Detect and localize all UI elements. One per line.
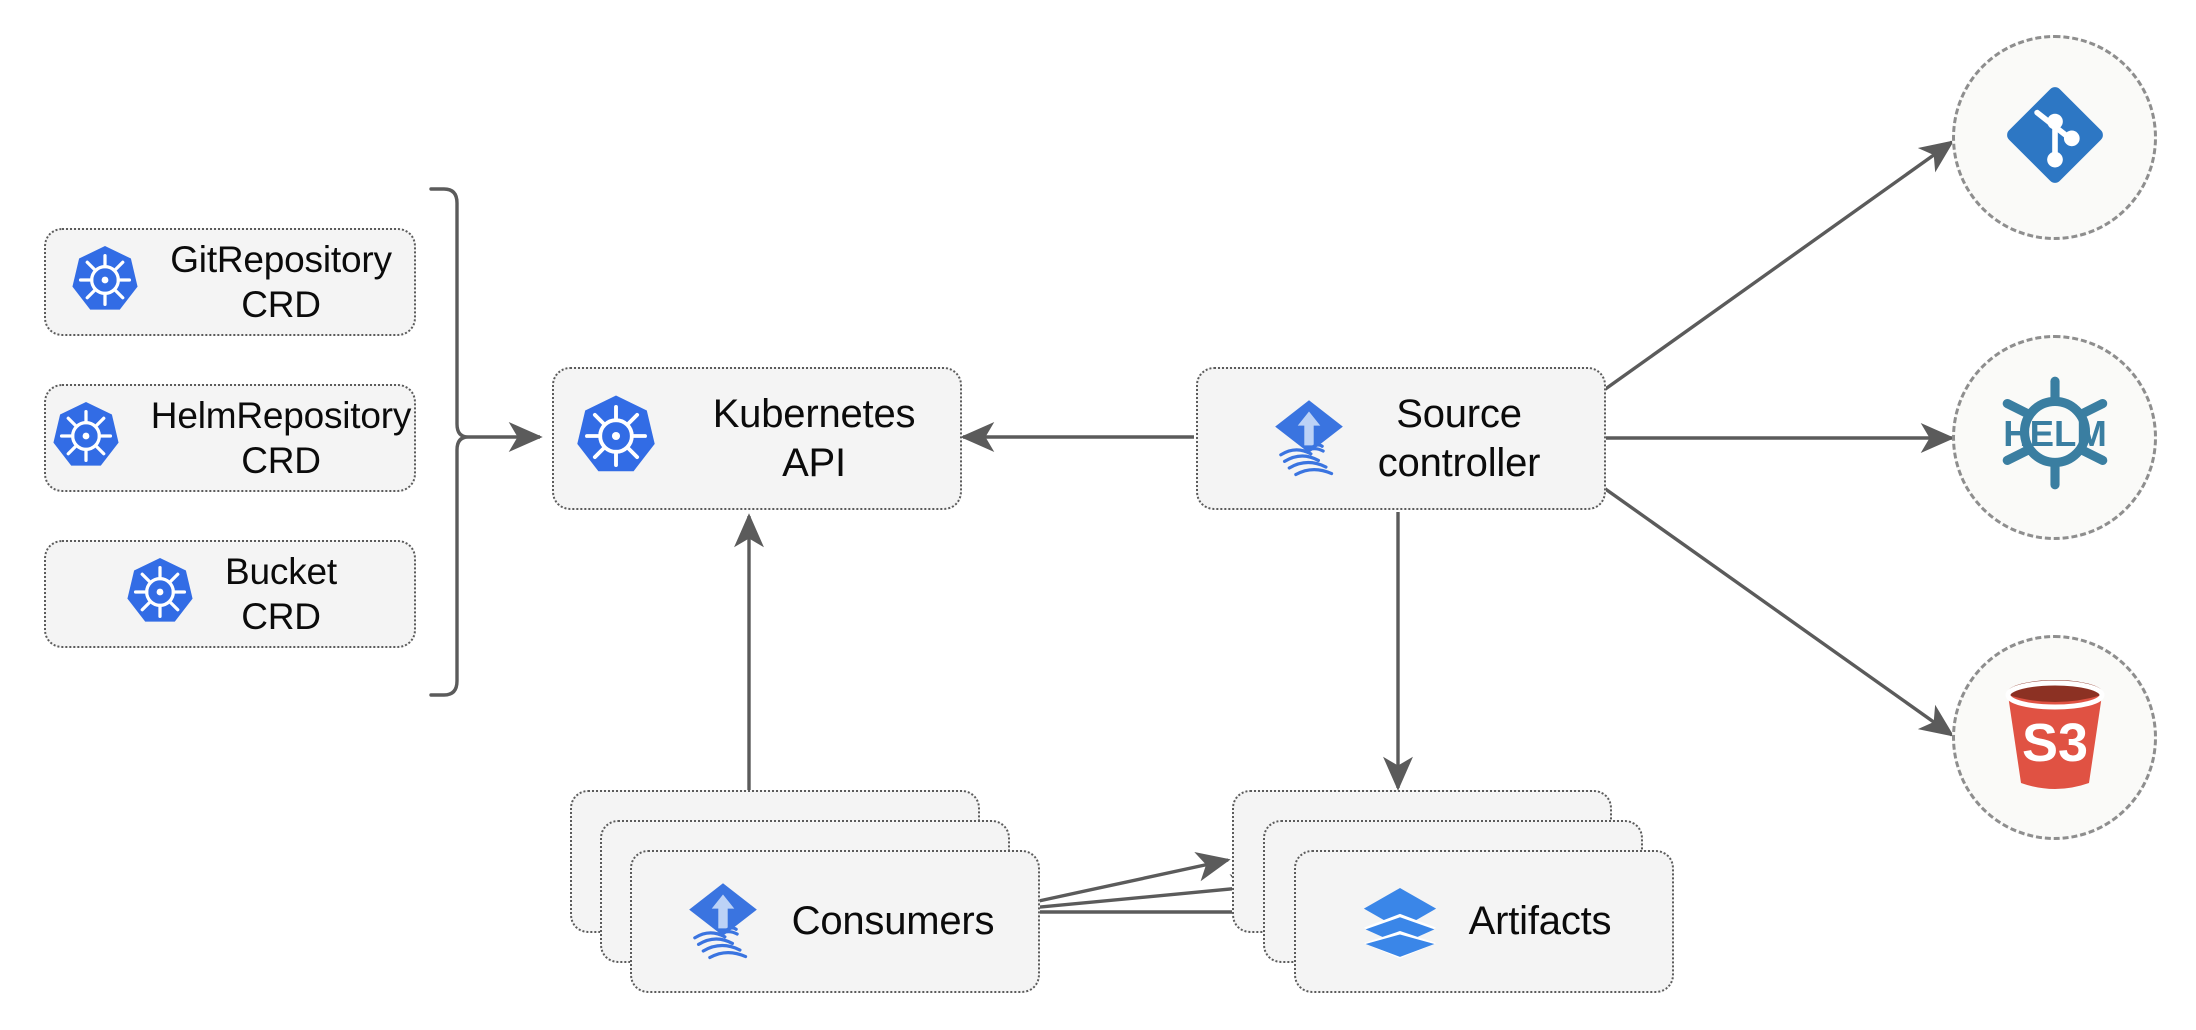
node-label: Consumers <box>791 899 995 944</box>
s3-wordmark: S3 <box>2021 713 2087 773</box>
crd-label: GitRepository CRD <box>170 238 392 325</box>
backend-helm[interactable]: HELM <box>1952 335 2157 540</box>
helm-icon: HELM <box>1989 373 2121 502</box>
kubernetes-icon <box>68 243 142 322</box>
node-label: Kubernetes API <box>712 391 916 485</box>
connector-source-to-s3 <box>1603 486 1955 737</box>
git-icon <box>1999 79 2111 196</box>
kubernetes-icon <box>572 392 660 485</box>
backend-git[interactable] <box>1952 35 2157 240</box>
node-artifacts[interactable]: Artifacts <box>1294 850 1674 993</box>
backend-s3[interactable]: S3 <box>1952 635 2157 840</box>
s3-icon: S3 <box>1997 675 2113 800</box>
flux-icon <box>676 872 770 971</box>
crd-group-brace <box>429 187 469 697</box>
helm-wordmark: HELM <box>2003 413 2107 454</box>
node-source-controller[interactable]: Source controller <box>1196 367 1606 510</box>
flux-icon <box>1262 389 1356 488</box>
crd-label: Bucket CRD <box>225 550 337 637</box>
node-label: Artifacts <box>1468 899 1612 944</box>
node-label: Source controller <box>1377 391 1541 485</box>
kubernetes-icon <box>49 399 123 478</box>
crd-card-helmrepository[interactable]: HelmRepository CRD <box>44 384 416 492</box>
layers-icon <box>1357 876 1443 967</box>
crd-label: HelmRepository CRD <box>150 394 412 481</box>
node-kubernetes-api[interactable]: Kubernetes API <box>552 367 962 510</box>
crd-card-bucket[interactable]: Bucket CRD <box>44 540 416 648</box>
connector-source-to-git <box>1603 140 1955 392</box>
node-consumers[interactable]: Consumers <box>630 850 1040 993</box>
kubernetes-icon <box>123 555 197 634</box>
crd-card-gitrepository[interactable]: GitRepository CRD <box>44 228 416 336</box>
